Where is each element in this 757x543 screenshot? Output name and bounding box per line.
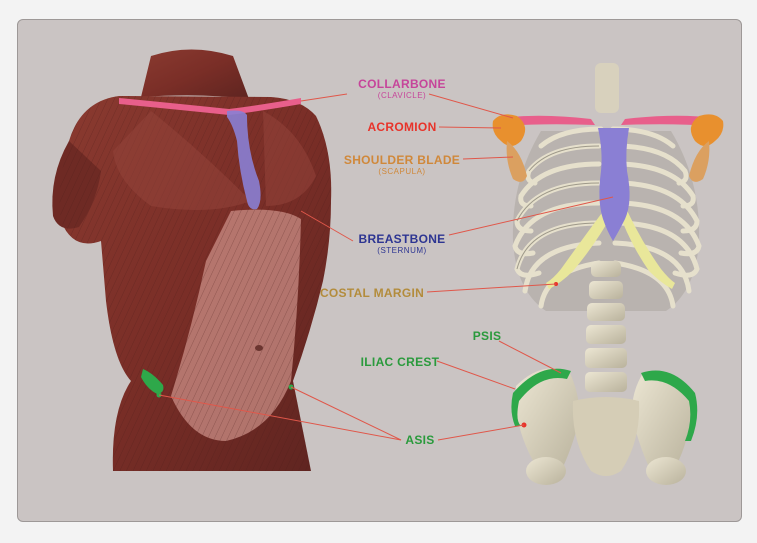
label-collarbone: COLLARBONE (CLAVICLE) <box>340 77 464 100</box>
anatomy-diagram-panel: COLLARBONE (CLAVICLE) ACROMION SHOULDER … <box>17 19 742 522</box>
torso-clavicle-mark <box>119 98 301 115</box>
label-breastbone-main: BREASTBONE <box>358 232 446 246</box>
torso-sternum-mark <box>227 110 261 210</box>
label-collarbone-sub: (CLAVICLE) <box>377 91 427 100</box>
label-iliac-crest-main: ILIAC CREST <box>360 355 440 369</box>
label-psis-main: PSIS <box>472 329 502 343</box>
spine-lumbar <box>585 261 627 392</box>
label-asis-main: ASIS <box>405 433 435 447</box>
label-shoulder-blade-main: SHOULDER BLADE <box>343 153 461 167</box>
label-breastbone-sub: (STERNUM) <box>377 246 427 255</box>
label-costal-margin-main: COSTAL MARGIN <box>319 286 425 300</box>
label-asis: ASIS <box>400 433 440 447</box>
skeleton <box>492 63 724 485</box>
label-acromion: ACROMION <box>340 120 464 134</box>
label-shoulder-blade-sub: (SCAPULA) <box>378 167 426 176</box>
label-iliac-crest: ILIAC CREST <box>344 355 456 369</box>
anatomy-illustration <box>52 49 724 485</box>
label-shoulder-blade: SHOULDER BLADE (SCAPULA) <box>330 153 474 176</box>
label-acromion-main: ACROMION <box>367 120 437 134</box>
muscle-torso <box>52 49 332 471</box>
label-costal-margin: COSTAL MARGIN <box>300 286 444 300</box>
label-breastbone: BREASTBONE (STERNUM) <box>340 232 464 255</box>
label-psis: PSIS <box>462 329 512 343</box>
leader-lines <box>158 93 614 441</box>
label-collarbone-main: COLLARBONE <box>358 77 446 91</box>
torso-asis-mark <box>141 369 164 394</box>
pelvis <box>511 368 698 485</box>
